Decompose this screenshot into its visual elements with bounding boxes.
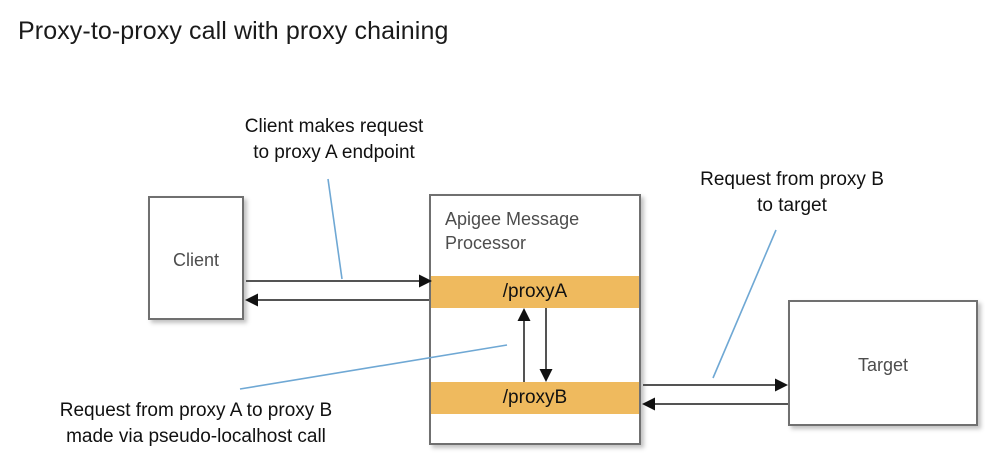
annotation-client-request-line2: to proxy A endpoint [253, 142, 415, 163]
client-node-label: Client [172, 250, 220, 270]
apigee-message-processor-label: Apigee Message Processor [445, 209, 580, 253]
arrow-proxyb-to-target [643, 378, 788, 392]
proxy-b-label: /proxyB [502, 387, 568, 408]
target-node[interactable]: Target [788, 300, 978, 426]
annotation-proxyb-to-target-line1: Request from proxy B [700, 169, 884, 190]
annotation-client-request-line1: Client makes request [244, 116, 424, 137]
proxy-b-band[interactable]: /proxyB [431, 382, 639, 414]
proxy-a-label: /proxyA [502, 281, 568, 302]
client-node[interactable]: Client [148, 196, 244, 320]
arrow-proxyb-to-proxya [517, 308, 531, 382]
annotation-proxy-chaining-line1: Request from proxy A to proxy B [59, 400, 333, 421]
leader-line-client-request [327, 178, 343, 280]
proxy-a-band[interactable]: /proxyA [431, 276, 639, 308]
arrow-proxya-to-client [245, 293, 429, 307]
annotation-proxyb-to-target-line2: to target [757, 195, 827, 216]
annotation-proxy-chaining: Request from proxy A to proxy B made via… [16, 398, 376, 450]
page-title: Proxy-to-proxy call with proxy chaining [18, 17, 449, 45]
arrow-client-to-proxya [246, 274, 432, 288]
arrow-target-to-proxyb [642, 397, 788, 411]
leader-line-proxy-chaining [239, 344, 508, 390]
target-node-label: Target [857, 355, 909, 375]
leader-line-proxyb-to-target [712, 229, 777, 379]
annotation-client-request: Client makes request to proxy A endpoint [210, 114, 458, 166]
annotation-proxyb-to-target: Request from proxy B to target [668, 167, 916, 219]
arrow-proxya-to-proxyb [539, 308, 553, 382]
annotation-proxy-chaining-line2: made via pseudo-localhost call [66, 426, 326, 447]
apigee-message-processor-node[interactable]: Apigee Message Processor /proxyA /proxyB [429, 194, 641, 445]
